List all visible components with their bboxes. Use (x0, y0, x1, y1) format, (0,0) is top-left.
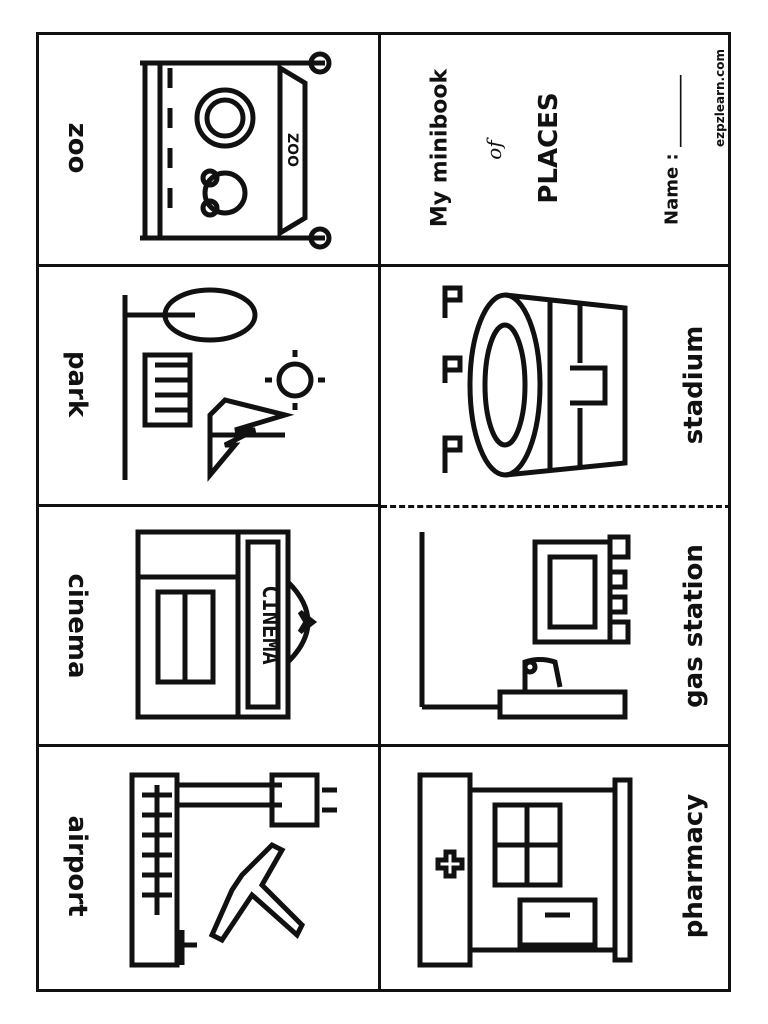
airport-label: airport (62, 815, 92, 917)
cover-title-line2: of (482, 140, 506, 160)
cut-line-1 (36, 264, 381, 267)
park-illustration (115, 285, 335, 490)
cinema-sign-text: CINEMA (257, 585, 282, 664)
pharmacy-label: pharmacy (679, 793, 709, 939)
stadium-label: stadium (679, 325, 709, 445)
cover-website: ezpzlearn.com (713, 49, 727, 147)
cinema-illustration: CINEMA (128, 522, 343, 727)
cover-cut-line (381, 264, 731, 267)
cut-line-2 (36, 504, 381, 507)
cover-title-places: PLACES (534, 92, 564, 204)
cinema-label: cinema (62, 573, 92, 679)
cut-line-3 (36, 744, 381, 747)
zoo-illustration: ZOO (130, 48, 340, 253)
stadium-illustration (420, 278, 640, 493)
cover-name-field: Name : ________ (661, 75, 683, 225)
center-fold-line (378, 32, 381, 992)
pharmacy-illustration (410, 765, 635, 980)
fold-dashed-line-1 (381, 505, 731, 508)
gas-station-label: gas station (679, 544, 709, 708)
minibook-sheet (36, 32, 731, 992)
zoo-label: zoo (62, 122, 92, 174)
park-label: park (62, 350, 92, 418)
cut-line-4 (381, 744, 731, 747)
cover-title-line1: My minibook (427, 68, 453, 228)
zoo-sign-text: ZOO (284, 133, 300, 167)
airport-illustration (122, 765, 342, 975)
gas-station-illustration (410, 522, 640, 732)
